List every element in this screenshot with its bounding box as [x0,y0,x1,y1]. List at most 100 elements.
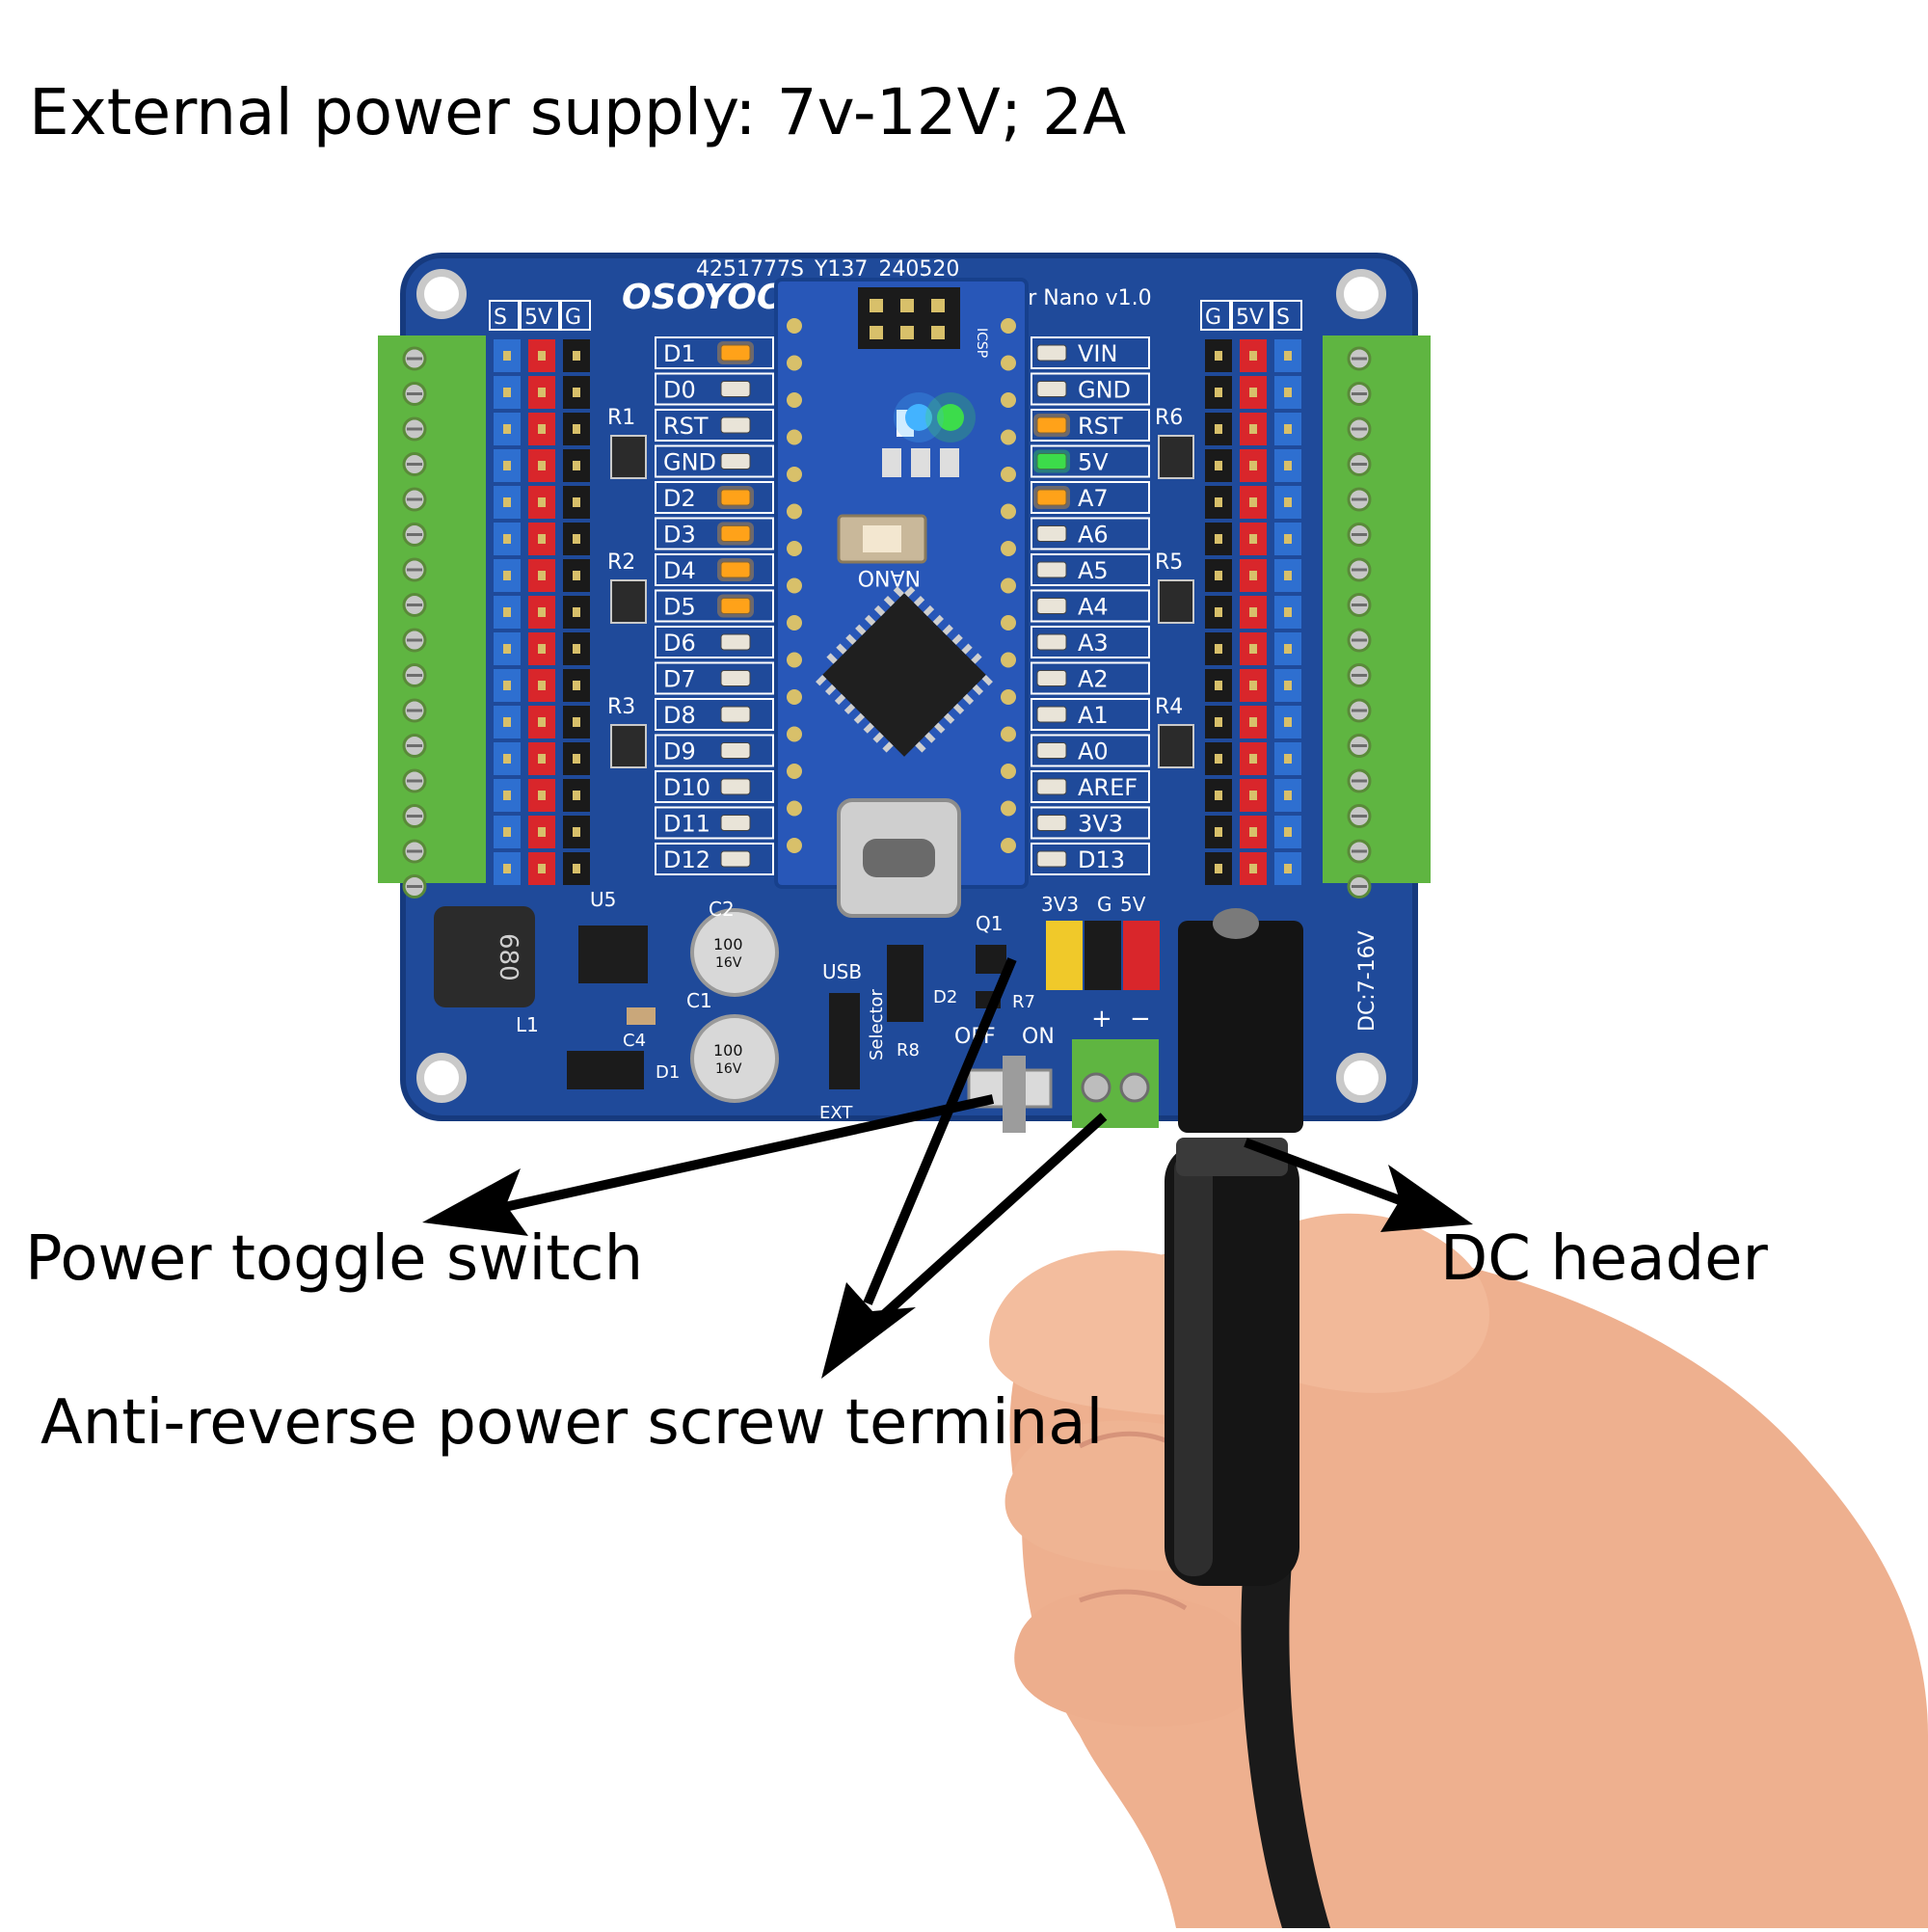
pin-label-box [1031,517,1150,550]
legend-box [1272,300,1302,331]
pin-tip [503,644,511,654]
pin-label-box [1031,626,1150,658]
pin-tip [503,571,511,580]
pin-led [720,742,751,759]
usb-label: USB [822,960,862,983]
pin-label-aref: AREF [1078,774,1138,801]
pin-tip [1249,791,1257,800]
pin-label-box [1031,661,1150,695]
pin-tip [1284,717,1292,727]
pin-label-d8: D8 [663,702,696,729]
pin-tip [1215,791,1222,800]
resistor-package [610,579,647,624]
pin-tip [573,351,580,361]
nano-pin [1001,577,1016,594]
nano-pin [787,503,802,520]
resistor-package [1158,435,1194,479]
d2-label: D2 [933,987,957,1007]
nano-pin [1001,355,1016,371]
pin-tip [573,497,580,507]
nano-pin [1001,615,1016,631]
chip-leg [934,722,946,734]
icsp-label: ICSP [974,328,989,358]
nano-pin [787,800,802,817]
minus-label: − [1130,1005,1151,1033]
pin-tip [1215,681,1222,690]
pin-label-5v: 5V [1078,449,1109,476]
pin-tip [503,717,511,727]
pin-tip [1249,497,1257,507]
chip-leg [863,722,874,734]
pin-tip [573,607,580,617]
chip-leg [971,653,982,664]
arrow-to-switch [490,1094,995,1215]
pin-tip [1215,607,1222,617]
pin-led [1036,344,1067,362]
pin-label-box [655,734,774,767]
pin-led [1036,815,1067,831]
cap-c2-text-1: 100 [713,935,743,953]
chip-leg [882,741,894,753]
pin-tip [503,827,511,837]
dc-plug [1165,1138,1330,1928]
cap-c2-text-2: 16V [715,955,742,971]
nano-pin [1001,689,1016,705]
resistor-label-r2: R2 [607,550,635,575]
pin-label-a5: A5 [1078,557,1109,584]
led-glow [1033,414,1070,437]
pin-tip [503,754,511,764]
nano-pin [787,838,802,853]
cap-c1-text-1: 100 [713,1041,743,1060]
pin-label-d1: D1 [663,340,696,367]
nano-module: ICSP NANO [774,278,1029,918]
right-screw-terminal-strip [1323,335,1431,899]
chip-leg [873,604,886,617]
terminal-strip-body [378,335,486,883]
nano-pin [1001,429,1016,445]
led-pwr-green [937,404,964,431]
r8-label: R8 [897,1040,920,1060]
nano-pin [787,541,802,556]
pin-tip [503,497,511,507]
pin-tip [1284,424,1292,434]
pin-label-box [655,409,774,442]
power-header-3v3: 3V3 [1041,893,1079,916]
pin-label-box [1031,698,1150,731]
pin-tip [1215,424,1222,434]
pin-tip [1215,461,1222,470]
pin-label-d3: D3 [663,522,696,549]
pin-tip [503,388,511,397]
legend-g: G [565,306,581,330]
pin-tip [1284,791,1292,800]
pin-tip [1215,644,1222,654]
nano-pin [1001,652,1016,668]
pin-label-vin: VIN [1078,340,1117,367]
pin-label-box [655,661,774,695]
power-header-5v: 5V [1120,893,1146,916]
nano-pin [787,764,802,779]
pin-label-box [655,481,774,514]
pin-label-d12: D12 [663,846,710,873]
led-glow [717,558,754,581]
resistor-package [610,724,647,768]
pin-tip [573,791,580,800]
q1-label: Q1 [976,912,1003,935]
nano-pin [1001,392,1016,408]
pin-tip [538,424,546,434]
pin-tip [573,644,580,654]
ext-label: EXT [819,1103,853,1123]
nano-pin [1001,541,1016,556]
pin-led [720,525,751,542]
pin-tip [1284,644,1292,654]
nano-pin [1001,503,1016,520]
icsp-pin [900,326,914,339]
pin-tip [1284,461,1292,470]
nano-pin [1001,726,1016,742]
pin-led [1036,742,1067,759]
pin-label-rst: RST [1078,413,1123,440]
pin-tip [1284,864,1292,873]
pin-led [1036,453,1067,470]
pin-tip [538,388,546,397]
pin-tip [573,754,580,764]
